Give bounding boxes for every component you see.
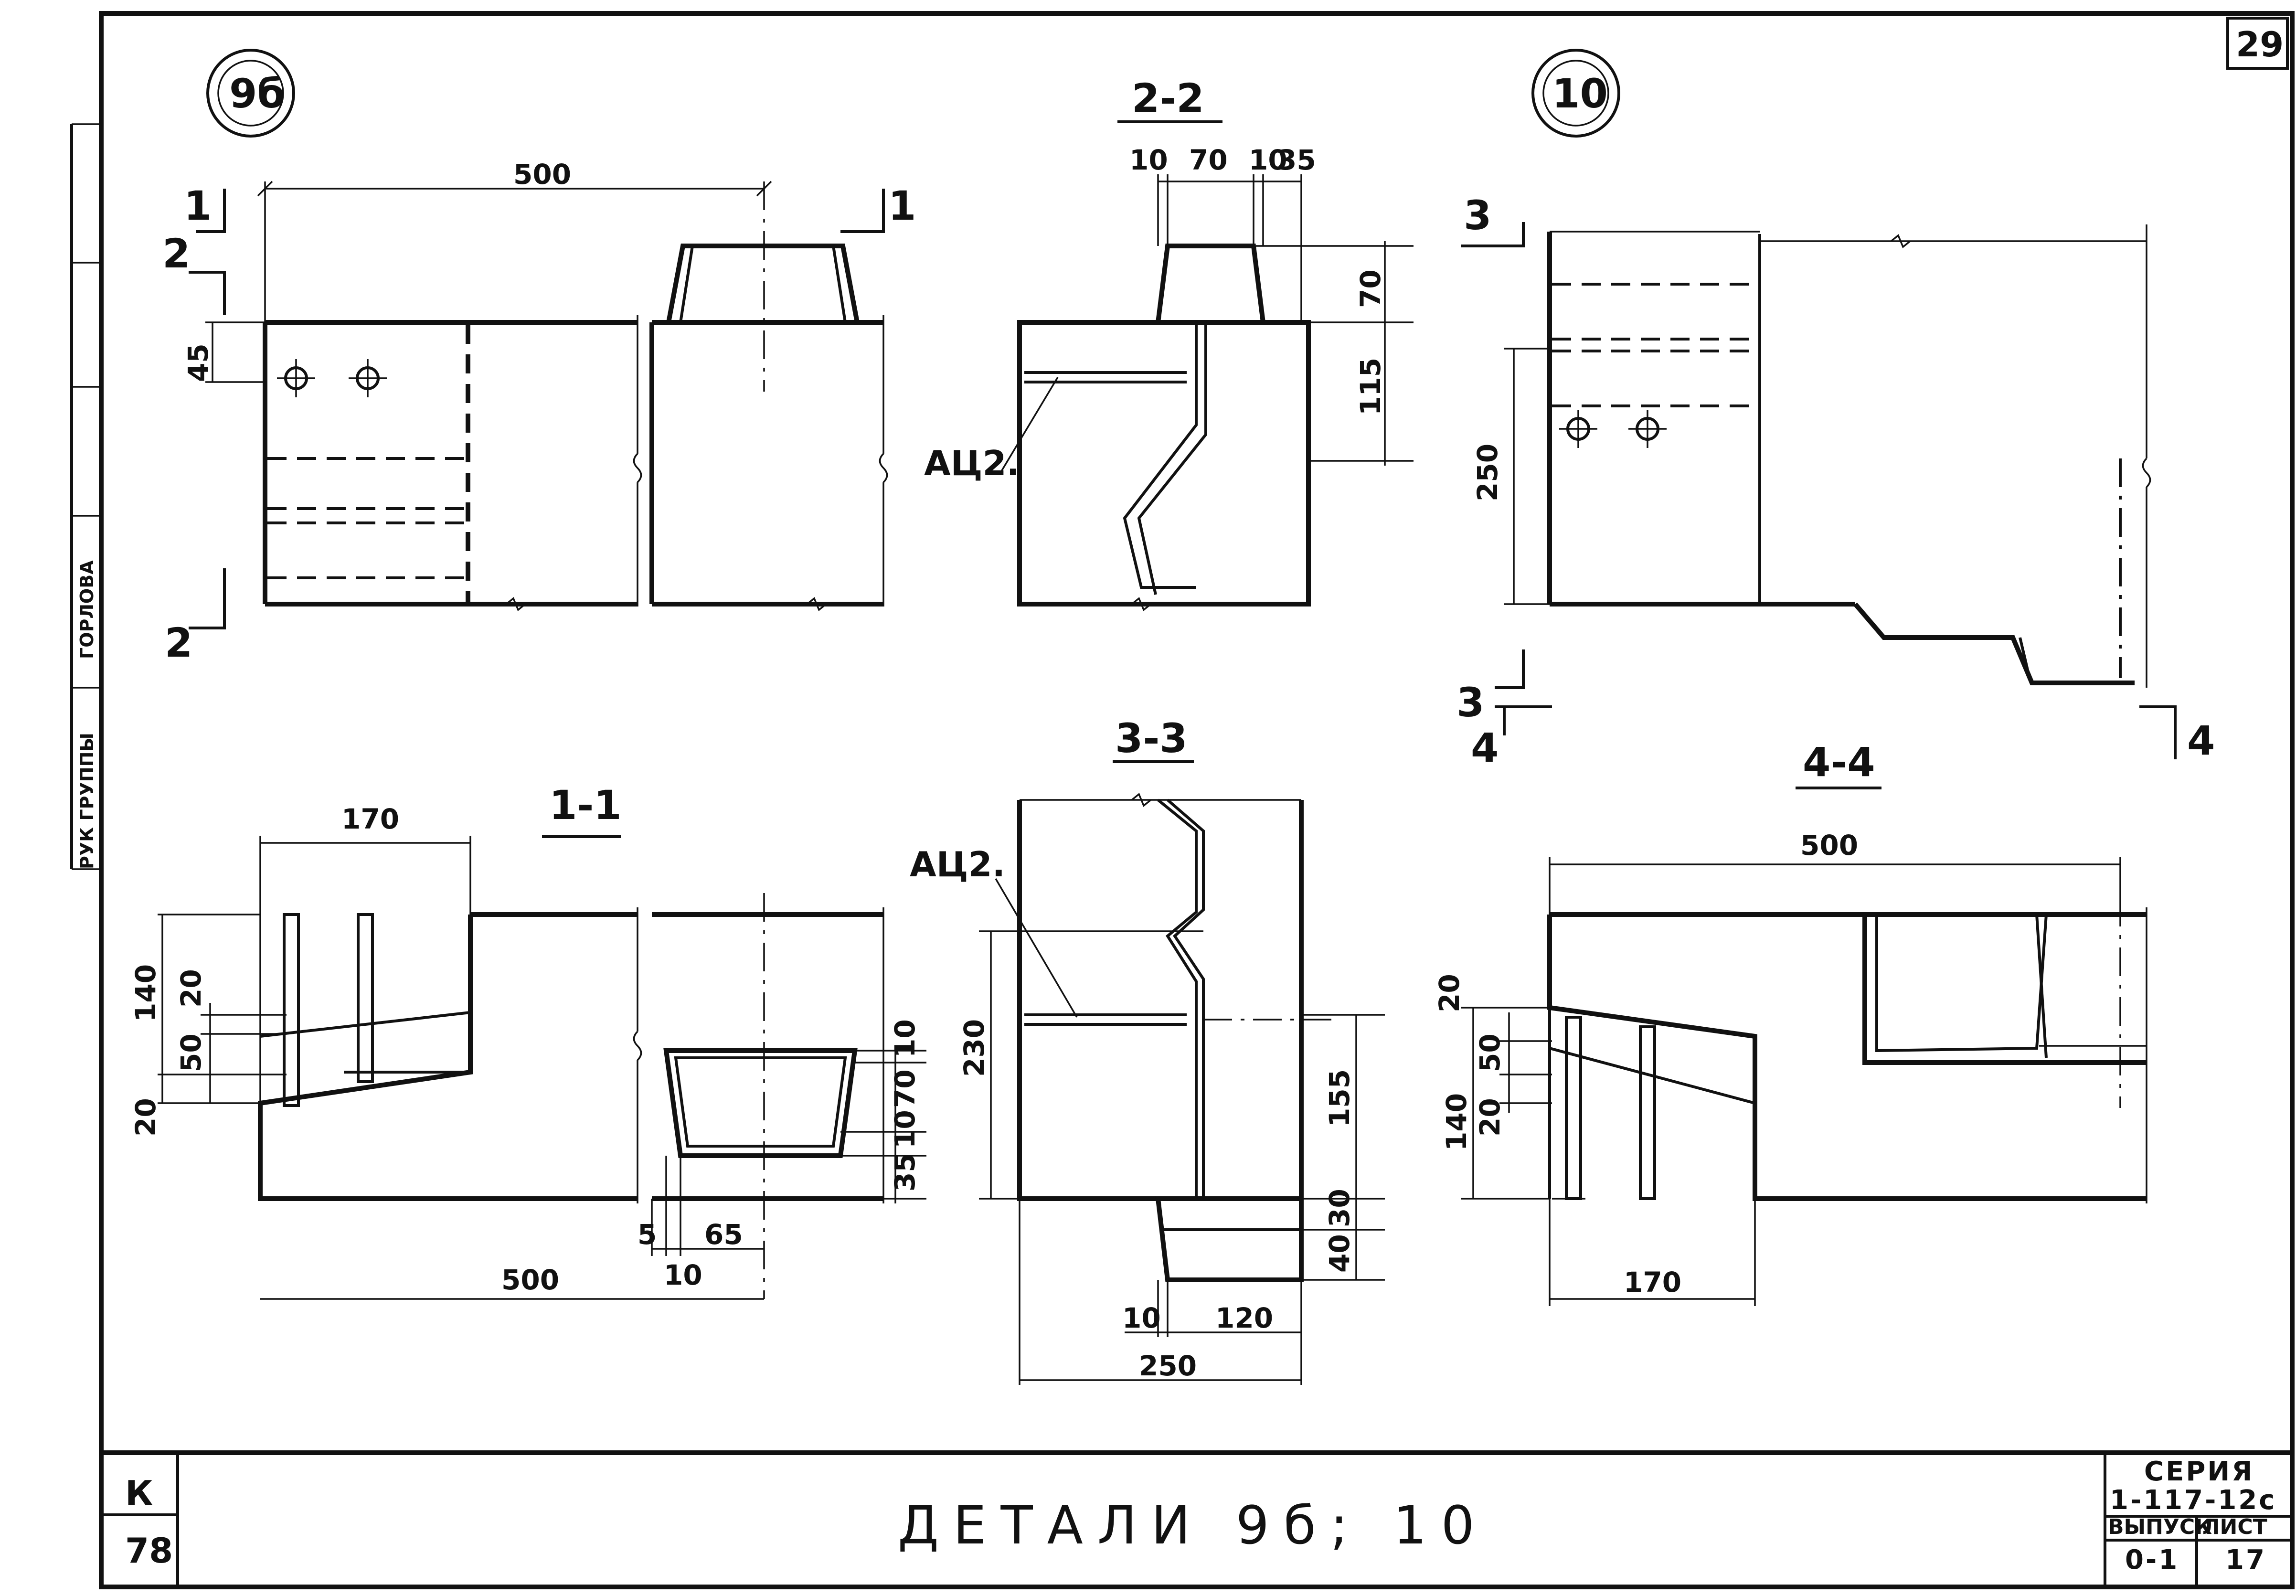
dim-500-44: 500: [1800, 829, 1858, 862]
dim-10-a-11: 10: [889, 1019, 921, 1058]
detail-10-elevation: 250 3 3 4 4: [1456, 192, 2215, 771]
cut-1-right: 1: [888, 182, 916, 229]
dim-35-11: 35: [889, 1153, 921, 1192]
dim-45-9b: 45: [182, 343, 214, 382]
dim-50-11: 50: [175, 1033, 207, 1072]
cut-3-bottom: 3: [1456, 679, 1484, 726]
dim-120-33: 120: [1215, 1302, 1273, 1334]
side-group-text: РУК ГРУППЫ: [76, 733, 97, 869]
dim-140-44: 140: [1440, 1093, 1473, 1151]
dim-170-44: 170: [1624, 1266, 1681, 1298]
dim-20-b-11: 20: [129, 1098, 162, 1137]
section-label-1-1: 1-1: [549, 782, 622, 829]
side-name-text: ГОРЛОВА: [76, 560, 97, 659]
dim-250-10: 250: [1471, 444, 1504, 501]
detail-marker-9b: 9б: [206, 49, 295, 138]
dim-65-11: 65: [704, 1218, 743, 1251]
dim-5-11: 5: [638, 1218, 657, 1251]
callout-ac2-22: АЦ2.: [924, 443, 1020, 483]
sheet-frame: [99, 11, 2295, 1589]
cut-3-top: 3: [1464, 192, 1491, 239]
issue-value: 0-1: [2125, 1544, 2179, 1575]
callout-ac2-33: АЦ2.: [910, 844, 1005, 884]
sheet-title: ДЕТАЛИ 9б; 10: [898, 1495, 1489, 1556]
dim-140-11: 140: [129, 964, 162, 1022]
sheet-label: ЛИСТ: [2202, 1515, 2267, 1539]
detail-label-10: 10: [1552, 70, 1608, 117]
dim-20-a-44: 20: [1433, 974, 1466, 1012]
dim-250-33: 250: [1139, 1350, 1197, 1382]
dim-30-33: 30: [1323, 1189, 1356, 1227]
dim-10-c-11: 10: [664, 1259, 702, 1291]
section-4-4: 4-4 500 170 20 50 140 20: [1433, 739, 2147, 1306]
dim-155-33: 155: [1323, 1069, 1356, 1127]
dim-230-33: 230: [958, 1019, 990, 1077]
dim-20-a-11: 20: [175, 969, 207, 1008]
section-1-1: 1-1 170 500 140 20 50 20: [129, 782, 926, 1300]
detail-label-9b: 9б: [229, 70, 285, 117]
issue-label: ВЫПУСК: [2108, 1515, 2212, 1539]
dim-115-22: 115: [1354, 358, 1387, 415]
cut-2-top: 2: [162, 230, 190, 277]
section-label-4-4: 4-4: [1803, 739, 1875, 786]
dim-500-9b: 500: [513, 158, 571, 191]
dim-40-33: 40: [1323, 1234, 1356, 1273]
sheet-value: 17: [2225, 1544, 2266, 1575]
dim-170-11: 170: [341, 803, 399, 835]
sheet-number: 29: [2236, 24, 2284, 64]
dim-20-b-44: 20: [1474, 1098, 1506, 1137]
dim-50-44: 50: [1474, 1033, 1506, 1072]
dim-10-a-22: 10: [1129, 144, 1168, 176]
dim-10-b-22: 10: [1249, 144, 1287, 176]
bolt-holes-10: [1559, 410, 1667, 448]
section-3-3: 3-3 230 155 30 40 10 120 250 АЦ2.: [910, 715, 1385, 1385]
dim-70-22: 70: [1189, 144, 1228, 176]
cut-2-bottom: 2: [165, 619, 192, 666]
dim-500-11: 500: [501, 1264, 559, 1296]
series-label: СЕРИЯ: [2144, 1456, 2254, 1487]
dim-10-b-11: 10: [889, 1110, 921, 1149]
dim-70-22-v: 70: [1354, 269, 1387, 308]
cut-1-left: 1: [184, 182, 212, 229]
section-2-2: 2-2 10 70 10 35 70 115 АЦ2.: [924, 75, 1414, 611]
cut-4-left: 4: [1471, 724, 1499, 771]
left-stamp-letter: К: [125, 1473, 153, 1513]
series-value: 1-117-12с: [2110, 1485, 2276, 1516]
section-label-2-2: 2-2: [1132, 75, 1204, 122]
dim-10-33: 10: [1122, 1302, 1161, 1334]
cut-4-right: 4: [2187, 717, 2215, 764]
dim-70-11: 70: [889, 1069, 921, 1108]
left-binding-strip: [70, 123, 101, 870]
detail-9b-elevation: 500 45 1 1 2 2: [162, 158, 916, 666]
left-stamp-number: 78: [125, 1531, 173, 1571]
detail-marker-10: 10: [1531, 49, 1620, 138]
section-label-3-3: 3-3: [1115, 715, 1188, 762]
bolt-holes: [277, 359, 387, 397]
dim-35-22: 35: [1277, 144, 1316, 176]
